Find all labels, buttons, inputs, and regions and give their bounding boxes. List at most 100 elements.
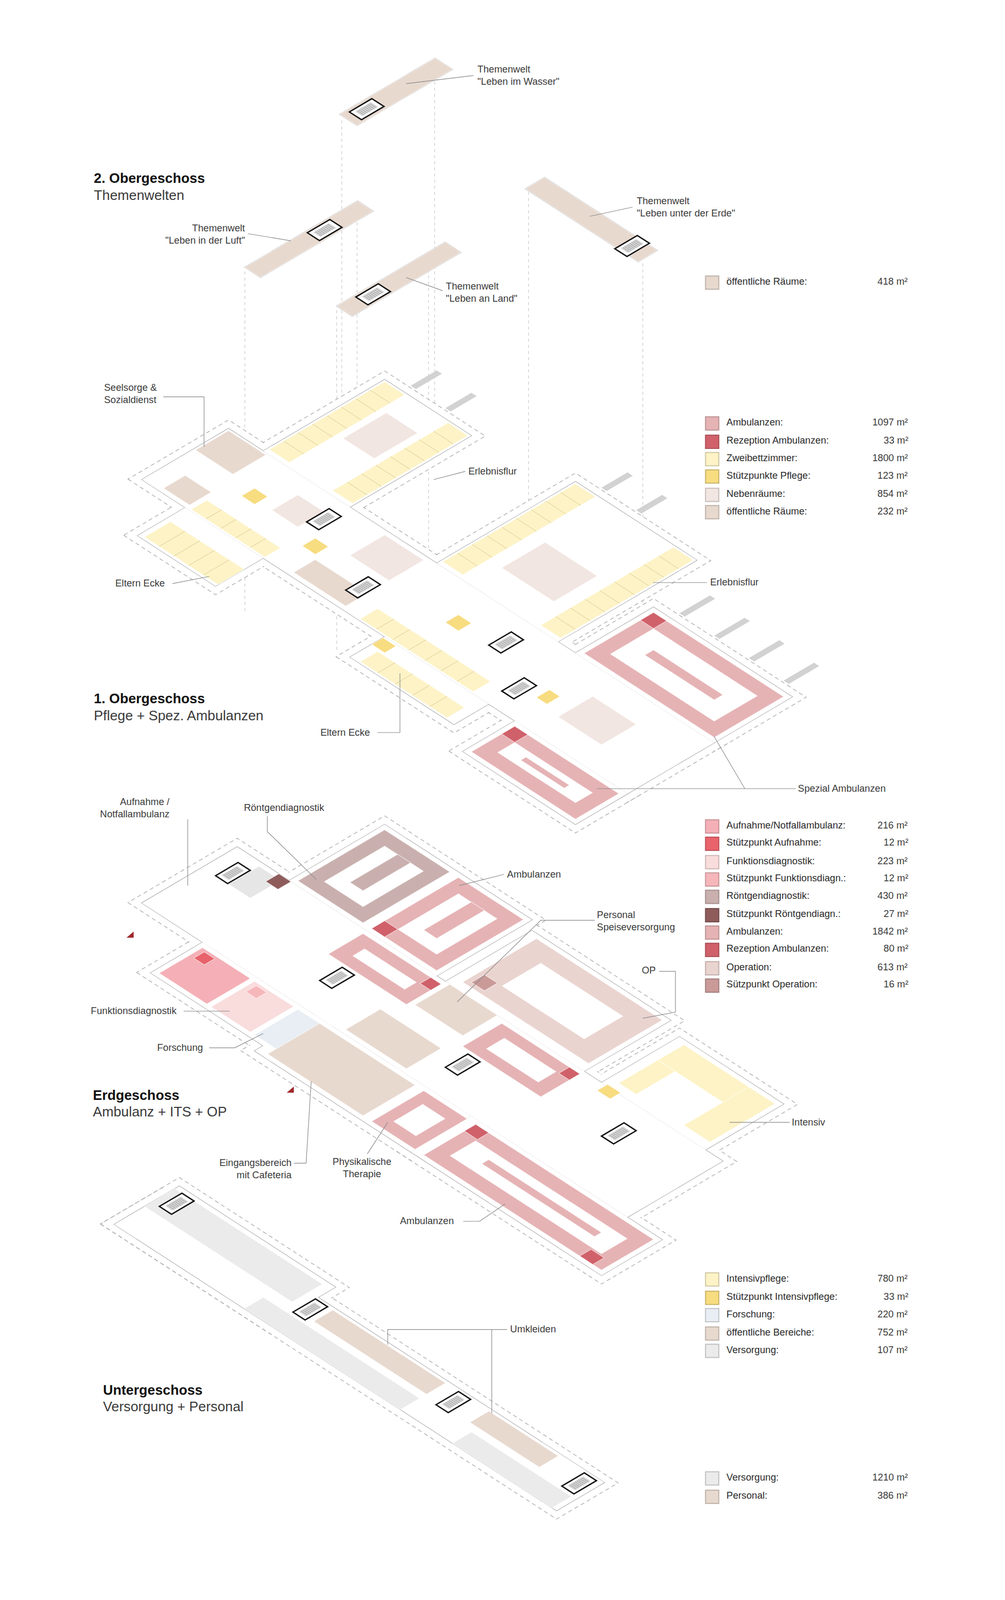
stair-step [576, 1480, 584, 1485]
callout-label: Ambulanzen [399, 1215, 454, 1228]
room-divider [395, 673, 413, 685]
room-area [349, 854, 411, 891]
corridor [397, 893, 498, 955]
stair-step [332, 976, 340, 981]
stair-step [358, 585, 366, 590]
room-divider [545, 501, 566, 514]
room-area [445, 614, 472, 631]
stair-step [228, 871, 236, 876]
stair-core-inner [607, 1126, 631, 1140]
stair-step [179, 1198, 187, 1203]
area-value: 854 m² [877, 487, 908, 501]
legend-swatch [704, 977, 720, 993]
stair-step [368, 292, 376, 297]
room-area [584, 612, 784, 738]
legend-swatch [704, 275, 720, 290]
legend-swatch [704, 468, 720, 484]
area-value: 16 m² [883, 978, 908, 992]
stair-step [619, 1128, 627, 1133]
room-divider [250, 538, 266, 548]
stair-step [509, 689, 517, 694]
stair-step [504, 638, 512, 643]
label-line: Themenwelt [445, 280, 518, 293]
slab-fill [339, 58, 453, 126]
stair-step [571, 1483, 579, 1489]
stair-step [496, 643, 504, 648]
room-divider [312, 424, 333, 438]
room-divider [501, 527, 522, 541]
floor-plate [336, 242, 462, 317]
stair-step [334, 975, 342, 980]
room-divider [404, 447, 425, 461]
floor-title: Untergeschoss [102, 1382, 203, 1400]
legend-swatch [704, 1271, 720, 1286]
stair-step [631, 242, 639, 247]
stair-step [331, 977, 339, 982]
corridor [497, 742, 593, 803]
area-value: 12 m² [883, 872, 908, 886]
callout-label: Pflege + Spez. Ambulanzen [93, 708, 264, 726]
callout-label: Umkleiden [510, 1323, 557, 1336]
stair-step [521, 682, 529, 687]
callout-label: OP [641, 963, 656, 977]
stair-step [518, 684, 526, 689]
stair-core-inner [312, 512, 335, 527]
stair-step [573, 1482, 581, 1487]
stair-step [357, 110, 365, 115]
room-divider [188, 550, 215, 566]
stair-step [450, 1399, 458, 1404]
room-divider [472, 544, 493, 558]
label-line: "Leben im Wasser" [477, 75, 560, 88]
leader-line [208, 1033, 263, 1049]
legend-text: Stützpunkt Intensivpflege: [726, 1290, 838, 1304]
balcony-fin [410, 370, 442, 390]
stair-step [323, 226, 331, 231]
stair-step [312, 1303, 320, 1308]
floor-plate [123, 370, 820, 834]
room-area [420, 977, 441, 991]
area-value: 1800 m² [872, 452, 908, 465]
callout-label: Erlebnisflur [468, 465, 517, 478]
room-area [241, 488, 268, 505]
stair-step [323, 515, 331, 520]
room-area [520, 757, 570, 789]
slab-fill [244, 201, 374, 278]
callout-label: Seelsorge & Sozialdienst [103, 381, 157, 406]
room-area [144, 1188, 323, 1302]
leader-line [729, 1122, 790, 1123]
legend-swatch [704, 835, 720, 851]
legend-text: Ambulanzen: [726, 415, 784, 429]
legend-text: Aufnahme/Notfallambulanz: [726, 818, 846, 832]
stair-core [307, 219, 342, 241]
room-area [462, 938, 663, 1064]
corridor [449, 1140, 628, 1254]
callout-label: Aufnahme / Notfallambulanz [100, 796, 170, 820]
legend-swatch [704, 1343, 720, 1358]
room-divider [516, 518, 537, 532]
callout-label: Ambulanzen [507, 868, 561, 881]
stair-step [621, 1127, 629, 1132]
leader-line [187, 819, 189, 886]
stair-step [233, 867, 241, 873]
label-line: Eingangsbereich [219, 1156, 292, 1170]
leader-line [714, 736, 797, 790]
stair-step [325, 225, 333, 230]
legend-text: öffentliche Räume: [726, 275, 808, 288]
room-area [597, 1084, 621, 1099]
legend-text: Ambulanzen: [726, 925, 784, 938]
slab-fill [141, 428, 715, 794]
stair-step [314, 520, 322, 525]
stair-core-inner [451, 1057, 474, 1072]
legend-text: Versorgung: [726, 1470, 779, 1484]
room-area [360, 651, 465, 718]
callout-label: Themenwelt "Leben in der Luft" [165, 222, 245, 247]
callout-label: Funktionsdiagnostik [90, 1005, 177, 1018]
label-line: Notfallambulanz [100, 807, 170, 820]
room-area [360, 608, 491, 693]
room-area [558, 1067, 580, 1081]
leader-line [459, 874, 504, 886]
room-divider [570, 607, 591, 621]
stair-step [174, 1200, 182, 1206]
stair-step [501, 640, 509, 646]
